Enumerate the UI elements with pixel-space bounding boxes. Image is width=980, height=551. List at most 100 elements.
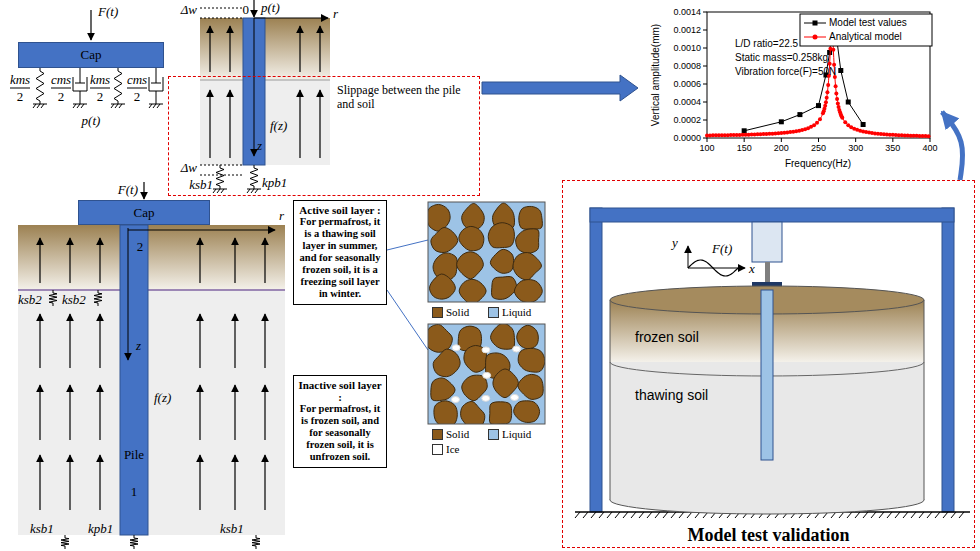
tick	[855, 138, 856, 142]
friction-arrow	[229, 90, 230, 158]
friction-arrow	[99, 385, 100, 440]
cylinder-side	[924, 300, 925, 500]
dashpot-piston	[151, 83, 161, 84]
legend-entry: Solid	[432, 428, 469, 440]
soil-grain	[517, 325, 539, 349]
friction-arrow	[99, 314, 100, 368]
soil-grain	[459, 279, 486, 302]
tick	[703, 120, 707, 121]
node-text: Pile	[112, 447, 156, 463]
legend-swatch	[488, 429, 499, 440]
dashpot-cylinder	[73, 77, 87, 91]
ground-hatch	[115, 104, 118, 108]
symbol-label: 1	[131, 484, 138, 500]
load-arrow	[253, 0, 254, 17]
ground-hatch	[41, 104, 44, 108]
tick	[703, 102, 707, 103]
ground-hatch	[255, 189, 258, 193]
cap-box: Cap	[18, 42, 164, 68]
ice-crystal	[483, 372, 491, 378]
symbol-label: 2	[137, 239, 144, 255]
symbol-label: p(t)	[82, 113, 101, 129]
legend-box	[800, 14, 932, 46]
soil-grain	[518, 348, 545, 372]
data-marker	[779, 119, 784, 124]
ground-hatch	[247, 189, 250, 193]
legend-entry: Liquid	[488, 428, 531, 440]
sample-marker	[813, 34, 818, 39]
slip-mark	[200, 8, 243, 9]
symbol-label: 2	[134, 89, 141, 105]
dashpot-cylinder	[149, 77, 163, 91]
friction-arrow	[199, 385, 200, 440]
friction-arrow	[299, 90, 300, 158]
ground-hatch	[119, 104, 122, 108]
ground-hatch	[149, 104, 152, 108]
frame-post	[942, 208, 954, 512]
pile-body	[243, 18, 265, 165]
tick	[703, 84, 707, 85]
image-frame	[428, 202, 545, 302]
tick	[703, 138, 707, 139]
image-frame	[428, 324, 545, 424]
soil-grain	[434, 401, 457, 424]
base-hatch	[855, 512, 860, 518]
inactive-soil	[200, 80, 243, 165]
friction-arrow	[199, 314, 200, 368]
node-text: thawing soil	[635, 387, 708, 403]
tick	[818, 138, 819, 142]
legend-text: Analytical model	[829, 31, 902, 42]
soil-grain	[493, 369, 518, 398]
tick-label: 350	[885, 143, 900, 153]
soil-particle-image	[428, 202, 545, 302]
fraction-line	[10, 88, 30, 89]
data-marker	[823, 104, 827, 108]
base-hatch	[655, 512, 660, 518]
node-text: For permafrost, it is a thawing soil lay…	[297, 216, 383, 300]
base-hatch	[935, 512, 940, 518]
ground-hatch	[251, 189, 254, 193]
base-hatch	[647, 512, 652, 518]
legend-swatch	[488, 307, 499, 318]
model-test-region: Model test validationfrozen soilthawing …	[562, 180, 975, 548]
symbol-label: kpb1	[262, 175, 287, 191]
ground-hatch	[221, 189, 224, 193]
base-hatch	[847, 512, 852, 518]
layer-boundary	[18, 289, 285, 291]
ground-hatch	[213, 189, 216, 193]
base-hatch	[863, 512, 868, 518]
soil-grain	[461, 401, 485, 424]
base-hatch	[591, 512, 596, 518]
symbol-label: ksb2	[62, 292, 86, 308]
node-text: frozen soil	[635, 329, 699, 345]
ice-crystal	[482, 395, 490, 401]
data-marker	[927, 134, 931, 138]
node-text: For permafrost, it is frozen soil, and f…	[297, 403, 383, 463]
soil-grain	[430, 274, 456, 299]
base-hatch	[895, 512, 900, 518]
symbol-label: z	[136, 338, 141, 354]
tick	[892, 138, 893, 142]
base-hatch	[927, 512, 932, 518]
soil-grain	[433, 349, 460, 377]
tick-label: 100	[699, 143, 714, 153]
base-hatch	[911, 512, 916, 518]
legend-swatch	[432, 307, 443, 318]
symbol-label: F(t)	[118, 182, 138, 198]
friction-arrow	[199, 455, 200, 510]
symbol-label: Δw	[181, 160, 197, 176]
friction-arrow	[209, 90, 210, 158]
base-hatch	[679, 512, 684, 518]
node-text: Cap	[134, 205, 155, 221]
r-axis	[254, 18, 328, 19]
tick-label: 0.0000	[673, 133, 701, 143]
legend-swatch	[432, 429, 443, 440]
friction-arrow	[69, 314, 70, 368]
r-axis	[128, 230, 275, 231]
dashpot-rod	[156, 68, 157, 83]
slippage-region: Slippage between the pile and soil	[168, 76, 480, 196]
text-box: Inactive soil layer :For permafrost, it …	[293, 375, 387, 468]
curved-arrow	[942, 112, 963, 180]
soil-layer-label: frozen soil	[635, 329, 699, 345]
